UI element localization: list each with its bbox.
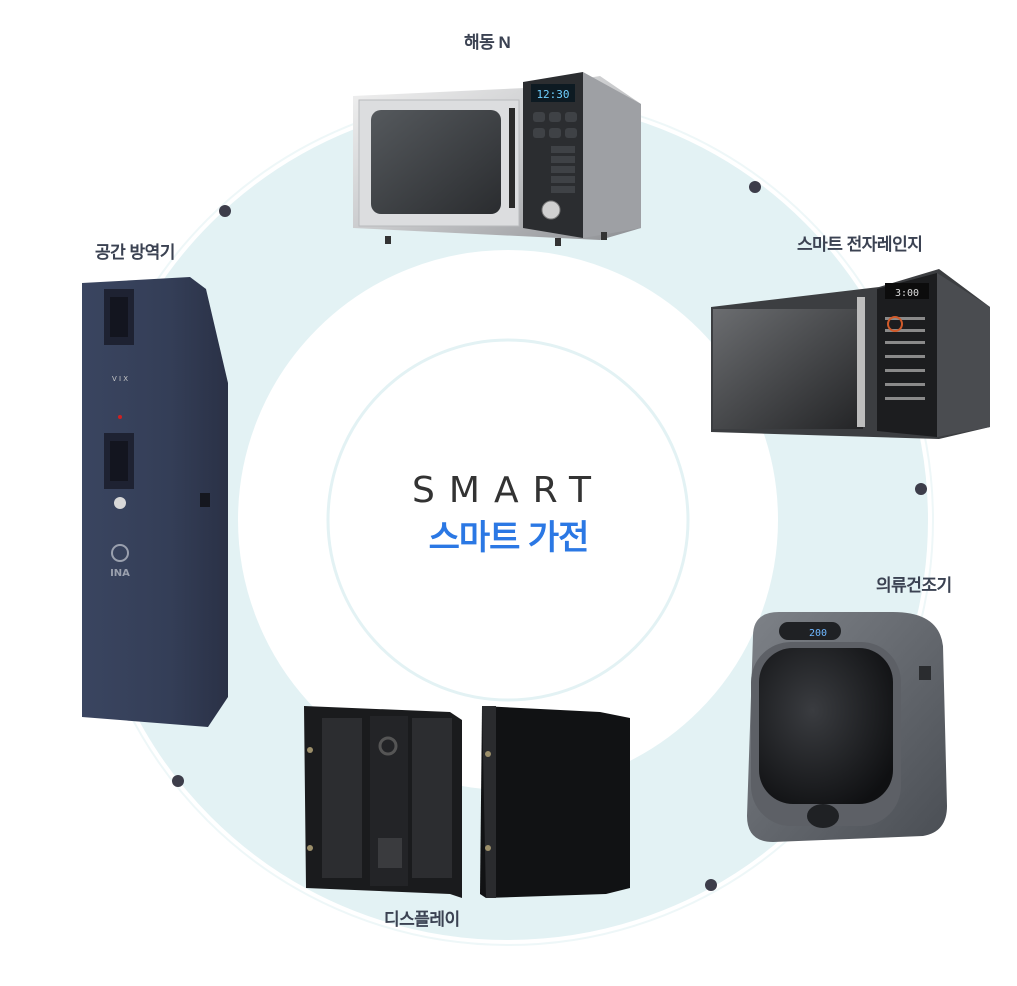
label-microwave-smart: 스마트 전자레인지: [797, 235, 923, 254]
purifier-badge: INA: [110, 568, 130, 579]
inner-white-disk: [240, 252, 776, 788]
clothes-dryer-image: 200: [747, 612, 947, 842]
air-purifier-image: V I X INA: [82, 277, 228, 727]
center-title-en: SMART: [412, 470, 605, 511]
ring-dot: [705, 879, 717, 891]
inner-ring: [326, 338, 690, 702]
label-display: 디스플레이: [384, 910, 460, 929]
center-title-ko: 스마트 가전: [428, 519, 590, 557]
svg-text:V I X: V I X: [112, 375, 128, 383]
ring-dot: [749, 181, 761, 193]
label-air-purifier: 공간 방역기: [95, 243, 175, 262]
smart-microwave-image: 3:00: [711, 269, 990, 439]
ring-dot: [219, 205, 231, 217]
ring-dot: [915, 483, 927, 495]
commercial-microwave-image: 12:30: [353, 72, 641, 246]
led-display-panels-image: [304, 706, 630, 898]
label-dryer: 의류건조기: [876, 576, 952, 595]
smart-microwave-time: 3:00: [895, 288, 919, 299]
commercial-microwave-time: 12:30: [536, 88, 569, 101]
label-microwave-commercial: 해동 N: [464, 33, 511, 52]
ring-dot: [172, 775, 184, 787]
dryer-display: 200: [809, 628, 827, 639]
